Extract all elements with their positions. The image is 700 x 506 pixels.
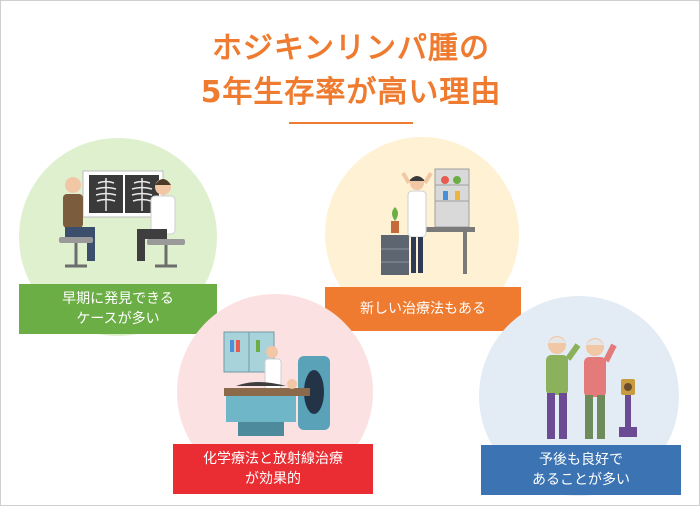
reason-label-good-prognosis: 予後も良好で あることが多い	[481, 445, 681, 495]
reason-good-prognosis-line2: あることが多い	[532, 472, 630, 488]
reason-chemo-radiation-line1: 化学療法と放射線治療	[203, 451, 343, 467]
reason-label-chemo-radiation: 化学療法と放射線治療 が効果的	[173, 444, 373, 494]
reason-early-detection-line2: ケースが多い	[76, 311, 160, 327]
reason-label-early-detection: 早期に発見できる ケースが多い	[19, 284, 217, 334]
page-title-line2: 5年生存率が高い理由	[200, 75, 502, 110]
title-underline	[289, 122, 413, 124]
reason-good-prognosis-line1: 予後も良好で	[539, 452, 623, 468]
reason-new-treatment-line1: 新しい治療法もある	[360, 301, 486, 317]
laboratory-researcher-illustration	[381, 168, 475, 275]
reason-label-new-treatment: 新しい治療法もある	[325, 287, 521, 331]
happy-elderly-couple-illustration	[546, 336, 637, 439]
reason-chemo-radiation-line2: が効果的	[245, 471, 301, 487]
page-title-line1: ホジキンリンパ腫の	[211, 31, 491, 66]
doctor-xray-consultation-illustration	[59, 170, 185, 268]
reason-early-detection-line1: 早期に発見できる	[62, 291, 174, 307]
radiation-therapy-machine-illustration	[223, 331, 330, 436]
